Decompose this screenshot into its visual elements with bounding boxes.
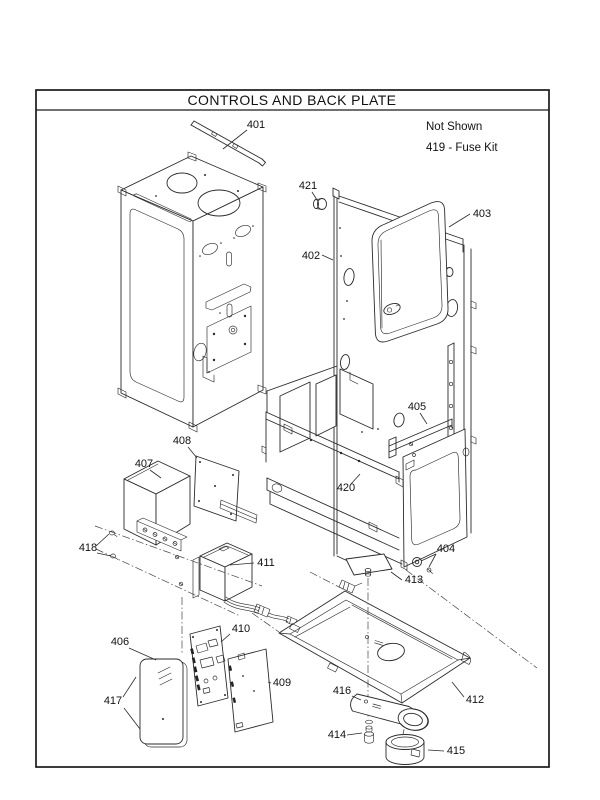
callout-label-407: 407 <box>135 458 153 470</box>
part-407-junction-box <box>123 460 191 552</box>
callout-420: 420 <box>337 473 361 494</box>
part-410-control-board <box>189 625 229 707</box>
part-404-washer-screw <box>412 557 433 574</box>
callout-417: 417 <box>104 676 141 730</box>
callout-label-403: 403 <box>473 208 491 220</box>
part-cabinet <box>117 151 267 433</box>
title-bar: CONTROLS AND BACK PLATE <box>188 92 397 108</box>
part-413-plate <box>338 553 393 594</box>
callout-404: 404 <box>420 543 455 568</box>
callout-415: 415 <box>427 745 465 757</box>
callout-label-420: 420 <box>337 482 355 494</box>
callout-label-413: 413 <box>405 574 423 586</box>
callout-421: 421 <box>299 180 318 201</box>
part-403-door-panel <box>371 201 449 343</box>
page-title: CONTROLS AND BACK PLATE <box>188 92 397 108</box>
callout-401: 401 <box>222 119 265 150</box>
part-408-mounting-plate <box>193 455 258 524</box>
alignment-chain-lines <box>94 525 538 669</box>
callout-402: 402 <box>302 250 334 262</box>
callout-label-404: 404 <box>437 543 455 555</box>
callout-411: 411 <box>229 557 275 569</box>
part-414-fitting <box>364 719 374 744</box>
callout-label-421: 421 <box>299 180 317 192</box>
callout-label-408: 408 <box>173 435 191 447</box>
callout-407: 407 <box>135 458 162 479</box>
callout-408: 408 <box>173 435 198 459</box>
callout-409: 409 <box>267 677 291 689</box>
callout-410: 410 <box>220 623 250 643</box>
callout-label-411: 411 <box>257 557 275 569</box>
pan-center-hardware <box>365 578 384 718</box>
callout-413: 413 <box>390 571 423 586</box>
callout-403: 403 <box>448 208 491 228</box>
callout-405: 405 <box>408 401 428 425</box>
part-406-cover <box>139 658 188 748</box>
part-421-clip <box>313 198 327 210</box>
part-405-bracket <box>388 418 453 459</box>
part-409-cover-board <box>227 648 274 733</box>
part-401-trim-strip <box>190 120 266 167</box>
callout-406: 406 <box>111 636 157 661</box>
callout-label-414: 414 <box>328 729 346 741</box>
callout-label-415: 415 <box>447 745 465 757</box>
callout-label-402: 402 <box>302 250 320 262</box>
callout-label-412: 412 <box>466 694 484 706</box>
not-shown-note: Not Shown 419 - Fuse Kit <box>426 121 498 154</box>
callout-label-416: 416 <box>333 685 351 697</box>
callout-label-401: 401 <box>247 119 265 131</box>
callout-label-406: 406 <box>111 636 129 648</box>
part-415-collar <box>385 734 425 765</box>
callout-414: 414 <box>328 729 363 741</box>
callout-label-410: 410 <box>232 623 250 635</box>
not-shown-heading: Not Shown <box>426 121 482 133</box>
callout-label-417: 417 <box>104 695 122 707</box>
callout-label-409: 409 <box>273 677 291 689</box>
callout-label-418: 418 <box>79 542 97 554</box>
callout-label-405: 405 <box>408 401 426 413</box>
callout-412: 412 <box>451 681 484 706</box>
part-412-base-pan <box>278 590 471 704</box>
callout-416: 416 <box>333 685 362 701</box>
part-frame-assembly <box>261 365 470 571</box>
not-shown-item: 419 - Fuse Kit <box>426 142 498 154</box>
callout-418: 418 <box>79 533 112 557</box>
